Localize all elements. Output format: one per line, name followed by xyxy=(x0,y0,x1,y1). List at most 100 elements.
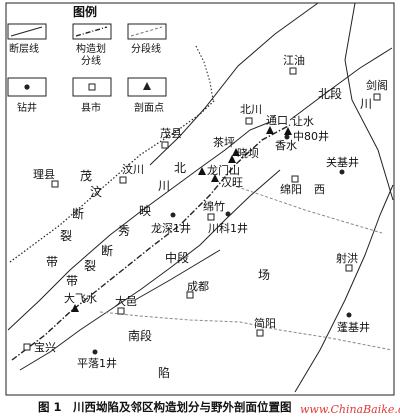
city-mianyang xyxy=(291,175,299,183)
label-chang: 场 xyxy=(258,268,270,282)
label-pengji: 蓬基井 xyxy=(337,320,370,334)
belt-ying: 映 xyxy=(139,204,151,218)
cities xyxy=(23,67,381,351)
boundary-line-sample xyxy=(75,26,108,37)
belt-dai-2: 带 xyxy=(66,274,78,288)
label-chengdu: 成都 xyxy=(187,280,209,293)
label-lixian: 理县 xyxy=(33,168,55,181)
label-tongkou: 通口 xyxy=(266,114,288,127)
label-zhongduan: 中段 xyxy=(165,250,189,265)
watermark: www.ChinaBaike.cn xyxy=(300,403,400,416)
label-chaping: 茶坪 xyxy=(213,136,235,149)
eastern-fault xyxy=(344,2,394,201)
legend-segment-box xyxy=(127,23,167,40)
section-chaping xyxy=(232,148,240,156)
belt-chuan: 川 xyxy=(158,179,170,193)
label-jianyang: 简阳 xyxy=(254,316,276,330)
label-mianyang: 绵阳 xyxy=(280,182,302,196)
beichuan-yingxiu-fault xyxy=(11,124,291,361)
city-jiange xyxy=(373,93,381,101)
section-symbol-sample xyxy=(143,82,151,90)
city-jianyang xyxy=(256,329,264,337)
section-xiaoba xyxy=(228,155,236,163)
maowen-fault xyxy=(7,121,271,331)
southeast-boundary xyxy=(294,184,394,393)
legend: 图例 断层线 构造划 分线 分段线 钻井 县市 剖面点 xyxy=(7,4,167,114)
front-fault xyxy=(19,169,281,371)
legend-city-label: 县市 xyxy=(81,101,101,114)
well-symbol-sample xyxy=(24,84,30,90)
belt-duan-1: 断 xyxy=(72,206,84,221)
city-beichuan xyxy=(245,117,253,125)
label-beichuan: 北川 xyxy=(240,103,262,116)
section-longmenshan xyxy=(198,167,206,175)
legend-section-box xyxy=(127,77,167,97)
city-symbol-sample xyxy=(88,83,96,91)
legend-boundary-label-1: 构造划 xyxy=(76,42,106,55)
legend-fault-label: 断层线 xyxy=(9,42,39,55)
label-chuan-ne: 川 xyxy=(360,97,372,111)
city-maoxian xyxy=(161,141,169,149)
label-xian: 陷 xyxy=(158,365,170,380)
belt-wen: 汶 xyxy=(90,184,102,199)
jiangyou-fault xyxy=(149,2,319,166)
wells xyxy=(92,134,352,355)
label-zhong80: 中80井 xyxy=(293,129,329,143)
label-baoxing: 宝兴 xyxy=(34,340,56,354)
label-mianzhu: 绵竹 xyxy=(203,199,225,213)
well-guanji xyxy=(339,169,345,175)
label-nanduan: 南段 xyxy=(128,328,152,343)
label-jiangyou: 江油 xyxy=(283,53,305,67)
city-baoxing xyxy=(23,343,31,351)
belt-lie-1: 裂 xyxy=(60,229,72,243)
north-middle-segment-line xyxy=(231,184,383,234)
legend-fault-box xyxy=(7,23,47,40)
city-chengdu xyxy=(186,291,194,299)
belt-mao: 茂 xyxy=(80,169,92,183)
section-tongkou xyxy=(266,126,274,134)
northeast-boundary-line xyxy=(195,45,214,101)
label-maoxian: 茂县 xyxy=(160,126,182,140)
legend-boundary-label-2: 分线 xyxy=(81,54,101,67)
well-zhong80 xyxy=(284,134,290,140)
legend-section-label: 剖面点 xyxy=(134,101,164,114)
label-longshen: 龙深1井 xyxy=(151,221,191,235)
segment-line-sample xyxy=(130,26,163,37)
legend-segment-label: 分段线 xyxy=(131,42,161,55)
label-xiaoba: 晓坝 xyxy=(237,146,259,160)
middle-south-segment-line xyxy=(99,311,393,351)
label-longmenshan: 龙门山 xyxy=(207,163,240,177)
label-shehong: 射洪 xyxy=(336,251,358,265)
section-dafeishui xyxy=(71,304,79,312)
label-pingluo: 平落1井 xyxy=(77,356,117,370)
section-hanwang xyxy=(211,174,219,182)
figure-caption: 图 1 川西坳陷及邻区构造划分与野外剖面位置图 xyxy=(38,400,292,414)
well-pingluo1 xyxy=(92,349,98,355)
geological-lines xyxy=(7,2,394,393)
fault-belt-labels: 茂 汶 断 裂 带 北 川 映 秀 断 裂 带 xyxy=(46,161,186,288)
legend-boundary-box xyxy=(72,23,112,40)
belt-duan-2: 断 xyxy=(101,243,113,258)
section-points xyxy=(71,126,292,312)
city-jiangyou xyxy=(289,67,297,75)
upper-boundary-line xyxy=(9,99,216,263)
label-jiangshui: 让水 xyxy=(292,115,314,128)
city-mianzhu xyxy=(207,213,215,221)
city-lixian xyxy=(51,180,59,188)
legend-title: 图例 xyxy=(73,4,97,19)
legend-city-box xyxy=(72,77,112,97)
label-wenchuan: 汶川 xyxy=(122,162,144,176)
place-labels: 江油 剑阁 北川 通口 让水 香水 中80井 北段 川 茶坪 晓坝 茂县 汶川 … xyxy=(33,53,388,380)
city-dayi xyxy=(117,307,125,315)
label-jiange: 剑阁 xyxy=(366,78,388,92)
belt-bei: 北 xyxy=(174,161,186,175)
fault-line-sample xyxy=(10,26,43,37)
belt-dai-1: 带 xyxy=(46,255,58,269)
label-hanwang: 汉旺 xyxy=(221,176,243,189)
well-chuanke1 xyxy=(225,211,231,217)
label-xiangshui: 香水 xyxy=(275,139,297,152)
map-frame xyxy=(5,2,395,396)
label-chuanke: 川科1井 xyxy=(208,221,248,235)
section-jiangshui xyxy=(284,127,292,135)
